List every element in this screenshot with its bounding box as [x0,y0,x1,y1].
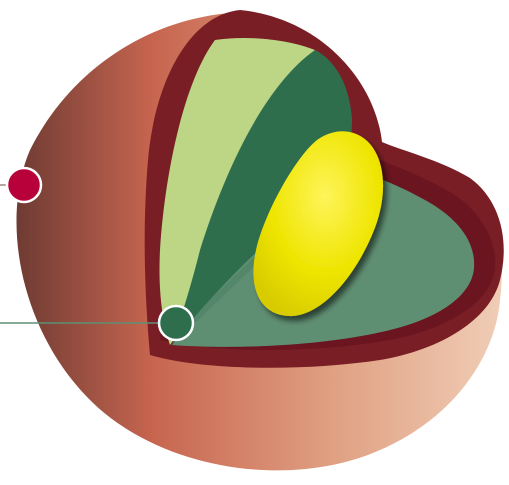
green-circle-marker-icon[interactable] [159,306,193,340]
red-circle-marker-icon[interactable] [7,168,41,202]
